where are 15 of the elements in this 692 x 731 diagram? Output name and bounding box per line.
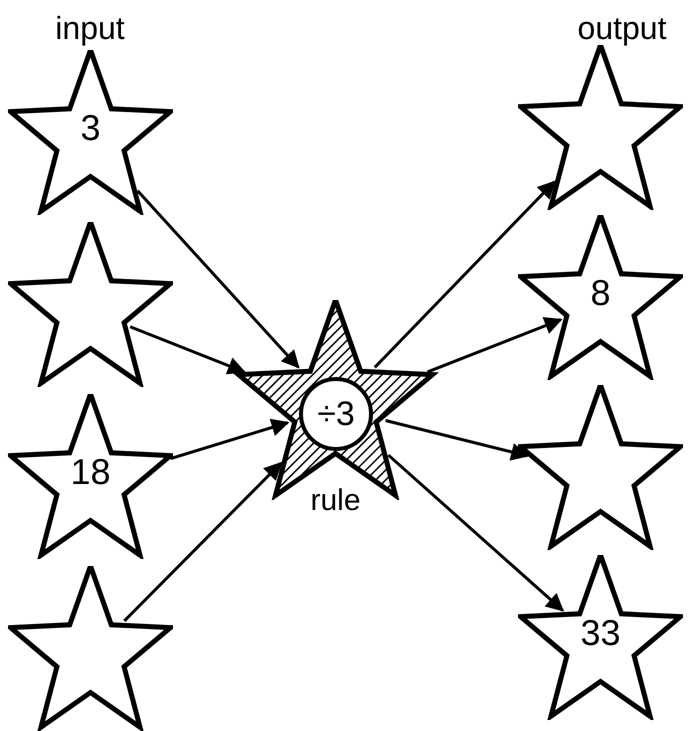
column-heading: input [55, 12, 125, 44]
arrow [387, 454, 564, 612]
star-number: 33 [580, 615, 621, 651]
arrow [385, 419, 530, 461]
arrow [170, 418, 290, 460]
star-number: 8 [590, 275, 611, 311]
star-number: 3 [80, 110, 101, 146]
star-number: 18 [70, 454, 111, 490]
column-heading: output [578, 12, 666, 44]
arrow [136, 190, 300, 369]
arrow [123, 462, 282, 622]
arrow [374, 180, 556, 368]
star-caption: rule [309, 486, 362, 516]
arrow [426, 317, 563, 374]
rule-text: ÷3 [317, 397, 355, 431]
